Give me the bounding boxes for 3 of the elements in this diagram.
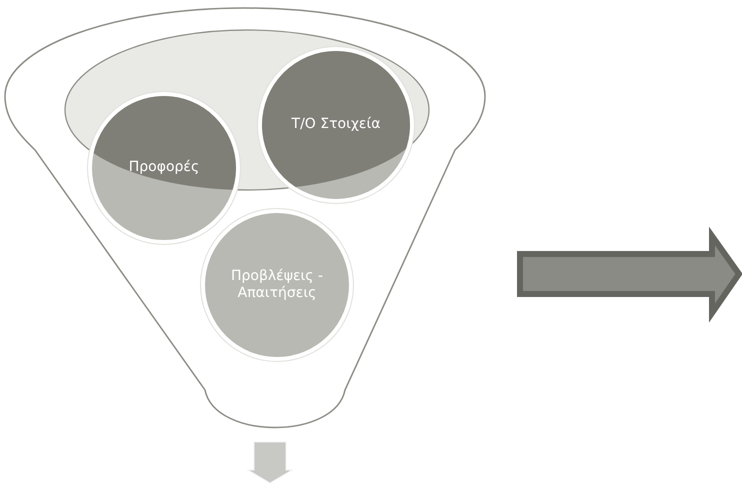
circle-label: Προφορές: [128, 159, 200, 177]
circle-label: Προβλέψεις - Απαιτήσεις: [230, 268, 324, 302]
circle-label: Τ/Ο Στοιχεία: [290, 116, 382, 134]
